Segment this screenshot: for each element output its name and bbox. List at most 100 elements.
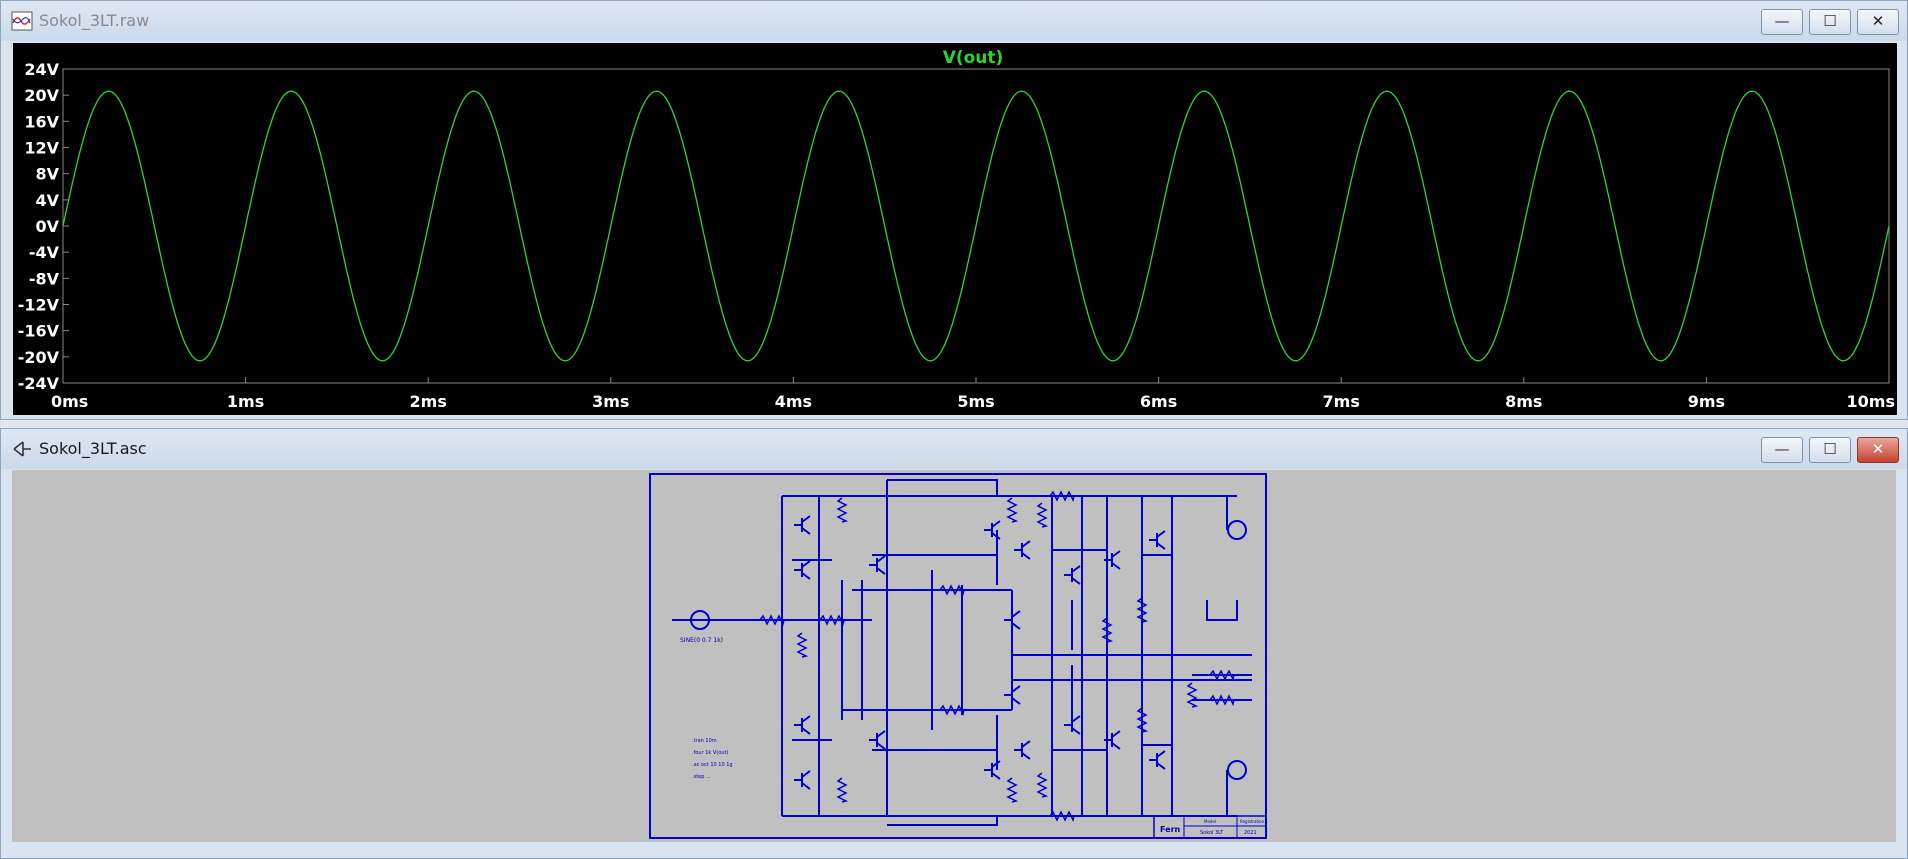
- supply-negative: [1227, 760, 1247, 780]
- plot-minimize-button[interactable]: —: [1761, 9, 1803, 35]
- transistor-symbol: [1064, 565, 1081, 585]
- directive-tran: .tran 10m: [692, 738, 717, 744]
- x-tick-label: 3ms: [592, 392, 629, 411]
- waveform-icon: [11, 11, 33, 31]
- y-axis: 24V 20V 16V 12V 8V 4V 0V -4V -8V -12V -16V -20V -24V: [18, 60, 69, 393]
- schematic-sheet-border: [649, 473, 1267, 839]
- resistor-symbol: [1186, 682, 1199, 708]
- plot-window-titlebar[interactable]: Sokol_3LT.raw — ☐ ✕: [1, 1, 1907, 41]
- y-tick-label: 24V: [24, 60, 59, 79]
- transistor-symbol: [1149, 750, 1166, 770]
- transistors: [794, 515, 1166, 790]
- resistor-symbol: [759, 614, 785, 627]
- transistor-symbol: [984, 520, 1001, 540]
- y-tick-label: 16V: [24, 112, 59, 131]
- transistor-symbol: [794, 770, 811, 790]
- transistor-symbol: [1149, 530, 1166, 550]
- resistor-symbol: [1006, 777, 1019, 803]
- resistor-symbol: [1209, 694, 1235, 707]
- series-line-vout[interactable]: [62, 90, 1890, 362]
- title-block-logo: Fern: [1160, 825, 1181, 834]
- x-tick-label: 0ms: [51, 392, 88, 411]
- plot-window: Sokol_3LT.raw — ☐ ✕ V(out) 24V 20V 16V 12V 8…: [0, 0, 1908, 420]
- plot-maximize-button[interactable]: ☐: [1809, 9, 1851, 35]
- transistor-symbol: [794, 715, 811, 735]
- schematic-window-title: Sokol_3LT.asc: [39, 439, 147, 458]
- x-tick-label: 4ms: [775, 392, 812, 411]
- schematic-maximize-button[interactable]: ☐: [1809, 437, 1851, 463]
- schematic-icon: [13, 441, 31, 457]
- transistor-symbol: [794, 515, 811, 535]
- transistor-symbol: [1104, 550, 1121, 570]
- title-block: Fern Model Sokol 3LT Registration 2021: [1153, 815, 1267, 839]
- x-tick-label: 10ms: [1847, 392, 1895, 411]
- input-source: SINE(0 0.7 1k): [680, 610, 723, 644]
- transistor-symbol: [869, 730, 886, 750]
- schematic-close-button[interactable]: ✕: [1857, 437, 1899, 463]
- resistor-symbol: [1136, 707, 1149, 733]
- resistor-symbol: [1136, 597, 1149, 623]
- x-axis: 0ms 1ms 2ms 3ms 4ms 5ms 6ms 7ms 8ms 9ms 10ms: [51, 377, 1895, 411]
- resistor-symbol: [1049, 810, 1075, 823]
- y-tick-label: -8V: [29, 269, 60, 288]
- x-tick-label: 2ms: [410, 392, 447, 411]
- schematic-drawing: SINE(0 0.7 1k) .tran 10m .four 1k V(out)…: [649, 473, 1267, 839]
- transistor-symbol: [984, 760, 1001, 780]
- waveform-chart: V(out) 24V 20V 16V 12V 8V 4V 0V -4V -8V -12V -16V -…: [18, 48, 1895, 411]
- y-tick-label: 8V: [35, 165, 59, 184]
- resistors: [759, 490, 1235, 823]
- y-tick-label: 0V: [35, 217, 59, 236]
- resistor-symbol: [836, 777, 849, 803]
- resistor-symbol: [1036, 502, 1049, 528]
- y-tick-label: -24V: [18, 374, 60, 393]
- y-tick-label: -12V: [18, 296, 60, 315]
- supply-positive: [1227, 520, 1247, 540]
- directive-step: .step ...: [692, 774, 711, 780]
- x-tick-label: 8ms: [1505, 392, 1542, 411]
- resistor-symbol: [819, 614, 845, 627]
- waveform-plot-area[interactable]: V(out) 24V 20V 16V 12V 8V 4V 0V -4V -8V -12V -16V -…: [13, 43, 1897, 415]
- resistor-symbol: [1209, 669, 1235, 682]
- y-tick-label: -4V: [29, 243, 60, 262]
- transistor-symbol: [1014, 740, 1031, 760]
- directive-four: .four 1k V(out): [692, 750, 728, 756]
- y-tick-label: 20V: [24, 86, 59, 105]
- resistor-symbol: [1006, 497, 1019, 523]
- y-tick-label: 4V: [35, 191, 59, 210]
- schematic-canvas[interactable]: SINE(0 0.7 1k) .tran 10m .four 1k V(out)…: [12, 470, 1896, 842]
- transistor-symbol: [1004, 610, 1021, 630]
- transistor-symbol: [794, 560, 811, 580]
- transistor-symbol: [869, 555, 886, 575]
- x-tick-label: 1ms: [227, 392, 264, 411]
- x-tick-label: 6ms: [1140, 392, 1177, 411]
- y-tick-label: 12V: [24, 139, 59, 158]
- x-tick-label: 5ms: [957, 392, 994, 411]
- x-tick-label: 7ms: [1323, 392, 1360, 411]
- resistor-symbol: [1101, 617, 1114, 643]
- transistor-symbol: [1064, 715, 1081, 735]
- title-block-model-label: Model: [1204, 819, 1216, 824]
- transistor-symbol: [1104, 730, 1121, 750]
- y-tick-label: -16V: [18, 322, 60, 341]
- spice-directives: .tran 10m .four 1k V(out) .ac oct 10 10 …: [692, 738, 733, 780]
- schematic-minimize-button[interactable]: —: [1761, 437, 1803, 463]
- resistor-symbol: [796, 632, 809, 658]
- title-block-rev-label: Registration: [1240, 819, 1265, 824]
- y-tick-label: -20V: [18, 348, 60, 367]
- plot-close-button[interactable]: ✕: [1857, 9, 1899, 35]
- resistor-symbol: [1036, 772, 1049, 798]
- plot-window-title: Sokol_3LT.raw: [39, 11, 150, 30]
- source-label: SINE(0 0.7 1k): [680, 637, 723, 644]
- chart-title: V(out): [943, 48, 1004, 68]
- transistor-symbol: [1014, 540, 1031, 560]
- title-block-model: Sokol 3LT: [1200, 830, 1224, 836]
- resistor-symbol: [1049, 490, 1075, 503]
- directive-ac: .ac oct 10 10 1g: [692, 762, 733, 768]
- x-tick-label: 9ms: [1688, 392, 1725, 411]
- title-block-rev: 2021: [1244, 830, 1257, 836]
- schematic-window-titlebar[interactable]: Sokol_3LT.asc — ☐ ✕: [1, 429, 1907, 469]
- transistor-symbol: [1004, 685, 1021, 705]
- resistor-symbol: [836, 497, 849, 523]
- resistor-symbol: [939, 704, 965, 717]
- resistor-symbol: [939, 584, 965, 597]
